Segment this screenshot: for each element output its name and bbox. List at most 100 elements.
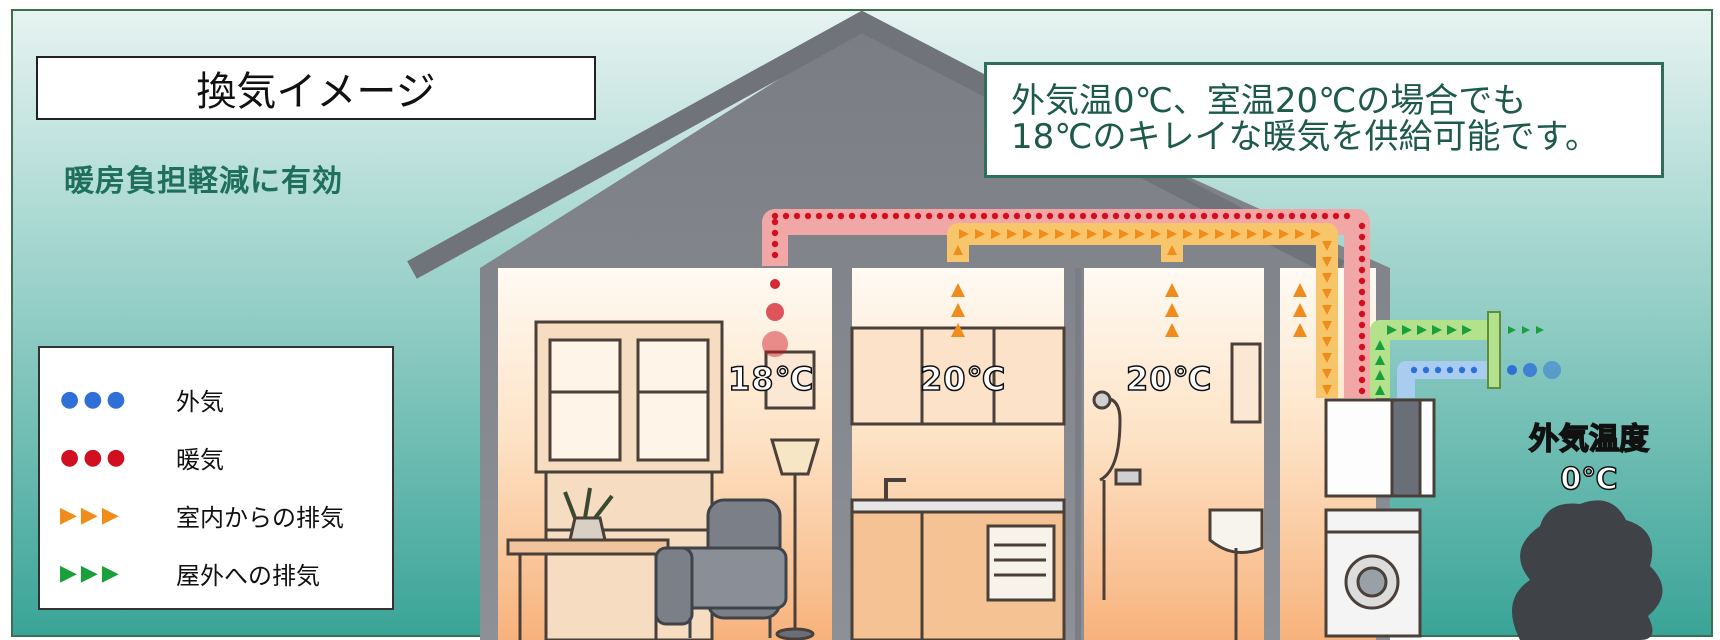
info-callout: 外気温0℃、室温20℃の場合でも 18℃のキレイな暖気を供給可能です。 bbox=[984, 62, 1664, 178]
legend-label: 暖気 bbox=[176, 440, 224, 475]
airflow-dot bbox=[1344, 213, 1350, 219]
airflow-dot bbox=[1359, 333, 1365, 339]
airflow-dot bbox=[1080, 213, 1086, 219]
airflow-dot bbox=[849, 213, 855, 219]
airflow-dot bbox=[1212, 213, 1218, 219]
airflow-dot bbox=[770, 279, 780, 289]
airflow-dot bbox=[1359, 344, 1365, 350]
airflow-dot bbox=[1091, 213, 1097, 219]
green-arrows-icon: ▶▶▶ bbox=[60, 561, 176, 586]
airflow-dot bbox=[1135, 213, 1141, 219]
airflow-dot bbox=[871, 213, 877, 219]
airflow-dot bbox=[981, 213, 987, 219]
kitchen-temperature: 20℃ bbox=[920, 360, 1006, 398]
airflow-dot bbox=[1359, 322, 1365, 328]
airflow-dot bbox=[1234, 213, 1240, 219]
airflow-dot bbox=[959, 213, 965, 219]
airflow-dot bbox=[783, 213, 789, 219]
airflow-dot bbox=[772, 213, 778, 219]
airflow-dot bbox=[926, 213, 932, 219]
info-line-1: 外気温0℃、室温20℃の場合でも bbox=[1011, 83, 1661, 119]
washing-machine bbox=[1326, 510, 1420, 636]
outdoor-temperature-value: 0℃ bbox=[1514, 460, 1664, 500]
airflow-dot bbox=[1447, 367, 1453, 373]
airflow-dot bbox=[1311, 213, 1317, 219]
living-room-temperature: 18℃ bbox=[728, 360, 814, 398]
airflow-dot bbox=[772, 241, 778, 247]
airflow-dot bbox=[1289, 213, 1295, 219]
airflow-dot bbox=[772, 219, 778, 225]
airflow-dot bbox=[1300, 213, 1306, 219]
airflow-dot bbox=[1014, 213, 1020, 219]
airflow-dot bbox=[1359, 366, 1365, 372]
airflow-dot bbox=[1359, 388, 1365, 394]
airflow-dot bbox=[1359, 311, 1365, 317]
airflow-dot bbox=[1168, 213, 1174, 219]
airflow-dot bbox=[1113, 213, 1119, 219]
airflow-dot bbox=[1223, 213, 1229, 219]
bath-temperature: 20℃ bbox=[1126, 360, 1212, 398]
airflow-dot bbox=[1471, 367, 1477, 373]
airflow-dot bbox=[1359, 355, 1365, 361]
airflow-dot bbox=[1507, 365, 1517, 375]
airflow-dot bbox=[1047, 213, 1053, 219]
airflow-dot bbox=[838, 213, 844, 219]
ventilation-unit bbox=[1326, 400, 1434, 496]
airflow-dot bbox=[1359, 300, 1365, 306]
airflow-dot bbox=[1411, 367, 1417, 373]
airflow-dot bbox=[1278, 213, 1284, 219]
legend-label: 外気 bbox=[176, 382, 224, 417]
airflow-dot bbox=[1025, 213, 1031, 219]
airflow-dot bbox=[1359, 377, 1365, 383]
airflow-dot bbox=[805, 213, 811, 219]
outdoor-temperature: 外気温度 0℃ bbox=[1514, 420, 1664, 500]
airflow-dot bbox=[948, 213, 954, 219]
airflow-dot bbox=[1267, 213, 1273, 219]
airflow-dot bbox=[1523, 363, 1537, 377]
airflow-dot bbox=[1359, 256, 1365, 262]
legend: ●●● 外気 ●●● 暖気 ▶▶▶ 室内からの排気 ▶▶▶ 屋外への排気 bbox=[38, 346, 394, 610]
airflow-dot bbox=[766, 303, 784, 321]
airflow-dot bbox=[970, 213, 976, 219]
red-dots-icon: ●●● bbox=[60, 445, 176, 470]
info-line-2: 18℃のキレイな暖気を供給可能です。 bbox=[1011, 119, 1661, 155]
airflow-dot bbox=[1157, 213, 1163, 219]
airflow-dot bbox=[1423, 367, 1429, 373]
airflow-dot bbox=[1359, 267, 1365, 273]
airflow-dot bbox=[794, 213, 800, 219]
airflow-dot bbox=[893, 213, 899, 219]
airflow-dot bbox=[1179, 213, 1185, 219]
airflow-dot bbox=[1069, 213, 1075, 219]
airflow-dot bbox=[1003, 213, 1009, 219]
airflow-dot bbox=[1245, 213, 1251, 219]
diagram-subtitle: 暖房負担軽減に有効 bbox=[64, 156, 343, 200]
legend-item-indoor-exhaust: ▶▶▶ 室内からの排気 bbox=[60, 486, 392, 544]
airflow-dot bbox=[915, 213, 921, 219]
airflow-dot bbox=[904, 213, 910, 219]
legend-label: 室内からの排気 bbox=[176, 498, 344, 533]
airflow-dot bbox=[1333, 213, 1339, 219]
airflow-dot bbox=[882, 213, 888, 219]
airflow-dot bbox=[1459, 367, 1465, 373]
legend-item-warm-air: ●●● 暖気 bbox=[60, 428, 392, 486]
legend-item-outdoor-air: ●●● 外気 bbox=[60, 370, 392, 428]
airflow-dot bbox=[1359, 234, 1365, 240]
legend-label: 屋外への排気 bbox=[176, 556, 320, 591]
airflow-dot bbox=[772, 252, 778, 258]
outdoor-vent-cap bbox=[1488, 312, 1500, 388]
airflow-dot bbox=[1036, 213, 1042, 219]
airflow-dot bbox=[1359, 223, 1365, 229]
diagram-title: 換気イメージ bbox=[36, 56, 596, 120]
airflow-dot bbox=[762, 331, 788, 357]
airflow-dot bbox=[1359, 278, 1365, 284]
outdoor-temperature-label: 外気温度 bbox=[1514, 420, 1664, 460]
airflow-dot bbox=[937, 213, 943, 219]
airflow-dot bbox=[1146, 213, 1152, 219]
airflow-dot bbox=[1256, 213, 1262, 219]
airflow-dot bbox=[992, 213, 998, 219]
legend-item-outdoor-exhaust: ▶▶▶ 屋外への排気 bbox=[60, 544, 392, 602]
airflow-dot bbox=[860, 213, 866, 219]
airflow-dot bbox=[1359, 289, 1365, 295]
airflow-dot bbox=[1058, 213, 1064, 219]
